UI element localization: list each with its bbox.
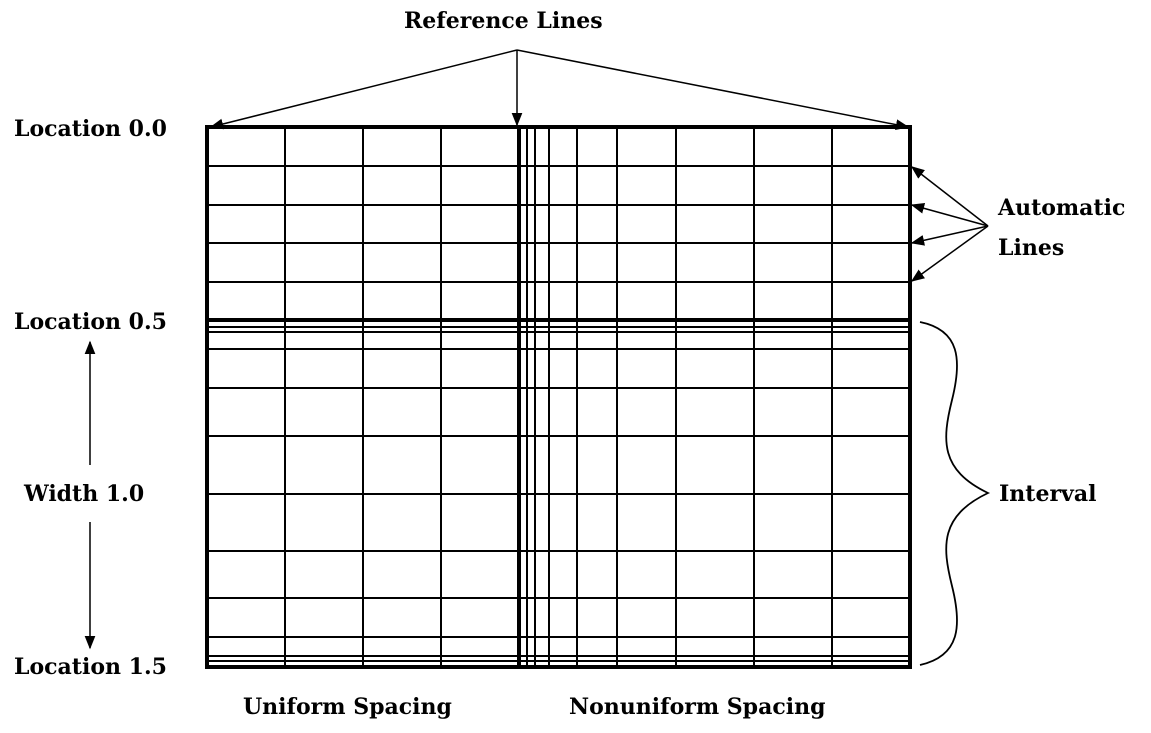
grid-frame [205,125,912,669]
location-05-label: Location 0.5 [14,309,167,335]
interval-brace [919,321,991,666]
automatic-arrow-1 [910,166,989,227]
uniform-spacing-label: Uniform Spacing [243,694,452,720]
width-label: Width 1.0 [24,481,145,507]
grid-lines [207,127,910,667]
interval-label: Interval [999,481,1097,507]
location-15-label: Location 1.5 [14,654,167,680]
automatic-arrow-2 [910,203,989,227]
reference-arrow-right [516,49,910,130]
nonuniform-spacing-label: Nonuniform Spacing [569,694,826,720]
reference-lines-label: Reference Lines [404,8,603,34]
reference-arrows [209,49,910,130]
automatic-arrows [910,166,989,282]
automatic-arrow-3 [910,225,989,246]
automatic-arrow-4 [910,225,989,282]
automatic-lines-label-line1: Automatic [998,195,1126,221]
location-0-label: Location 0.0 [14,116,167,142]
reference-arrow-left [209,49,518,130]
automatic-lines-label-line2: Lines [998,235,1065,261]
